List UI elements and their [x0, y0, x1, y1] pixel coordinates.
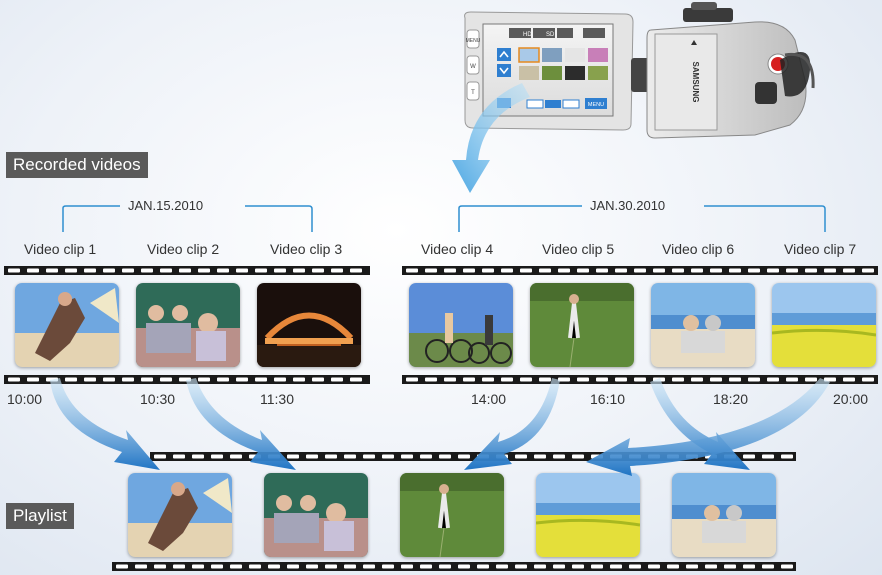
date-bracket-1 — [62, 205, 313, 232]
side-button-menu: MENU — [466, 38, 481, 44]
clip-label-5: Video clip 5 — [542, 241, 615, 257]
lcd-tab-sd: SD — [546, 32, 555, 38]
clip-time-6: 18:20 — [713, 391, 749, 407]
clip-thumb-4 — [409, 283, 513, 367]
clip-thumb-5 — [530, 283, 634, 367]
film-strip-playlist-bottom — [112, 562, 796, 571]
side-button-t: T — [471, 90, 475, 96]
camcorder-brand: SAMSUNG — [691, 62, 700, 103]
clip-thumb-6 — [651, 283, 755, 367]
clip-time-5: 16:10 — [590, 391, 626, 407]
arrow-clip2-to-playlist2 — [186, 378, 296, 470]
playlist-thumb-5 — [672, 473, 776, 557]
date-label-2: JAN.30.2010 — [590, 198, 666, 213]
clip-time-7: 20:00 — [833, 391, 869, 407]
clip-time-2: 10:30 — [140, 391, 176, 407]
clip-label-3: Video clip 3 — [270, 241, 343, 257]
clip-time-4: 14:00 — [471, 391, 507, 407]
clip-label-4: Video clip 4 — [421, 241, 494, 257]
clip-thumb-2 — [136, 283, 240, 367]
playlist-header: Playlist — [6, 503, 74, 529]
clip-label-2: Video clip 2 — [147, 241, 220, 257]
side-button-w: W — [470, 64, 476, 70]
playlist-thumb-4 — [536, 473, 640, 557]
clip-time-3: 11:30 — [260, 391, 294, 407]
clip-time-1: 10:00 — [7, 391, 43, 407]
recorded-videos-header: Recorded videos — [6, 152, 148, 178]
clip-thumb-3 — [257, 283, 361, 367]
clip-label-1: Video clip 1 — [24, 241, 97, 257]
date-label-1: JAN.15.2010 — [128, 198, 204, 213]
clip-thumb-7 — [772, 283, 876, 367]
playlist-thumb-3 — [400, 473, 504, 557]
film-strip-bottom-left — [4, 375, 370, 384]
clip-label-6: Video clip 6 — [662, 241, 735, 257]
film-strip-top-left — [4, 266, 370, 275]
lcd-menu-label: MENU — [588, 102, 604, 108]
lcd-tab-hd: HD — [523, 32, 532, 38]
clip-thumb-1 — [15, 283, 119, 367]
arrow-clip1-to-playlist1 — [50, 378, 160, 470]
date-bracket-2 — [458, 205, 826, 232]
playlist-thumb-1 — [128, 473, 232, 557]
transfer-arrow — [452, 83, 530, 193]
arrow-clip5-to-playlist3 — [464, 378, 560, 470]
playlist-thumb-2 — [264, 473, 368, 557]
film-strip-top-right — [402, 266, 878, 275]
film-strip-bottom-right — [402, 375, 878, 384]
clip-label-7: Video clip 7 — [784, 241, 857, 257]
arrow-clip7-to-playlist4 — [586, 378, 830, 476]
